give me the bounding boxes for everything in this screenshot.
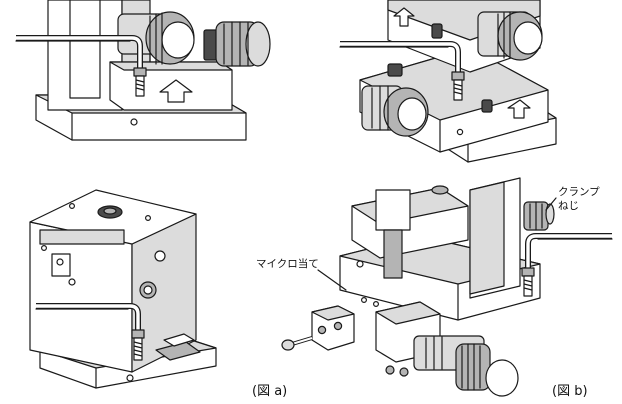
- knurled-knob-icon: [477, 11, 543, 61]
- hex-key-wrench-icon: [15, 35, 143, 70]
- knurled-knob-icon: [413, 335, 519, 397]
- socket-screw-icon: [131, 329, 145, 361]
- panel-top-right-xy-stage: [339, 0, 557, 163]
- panel-bottom-left-z-stage: [29, 189, 217, 389]
- hex-key-wrench-icon: [339, 41, 461, 74]
- knurled-knob-icon: [387, 63, 403, 77]
- knurled-knob-icon: [481, 99, 493, 113]
- socket-screw-icon: [451, 71, 465, 101]
- clamp-screw-label-line1: クランプ: [558, 186, 600, 198]
- knurled-knob-icon: [203, 21, 271, 67]
- caption-figure-a: (図 a): [252, 384, 288, 399]
- panel-top-left-stage-with-knob: [15, 0, 271, 141]
- hex-key-wrench-icon: [525, 233, 613, 270]
- clamp-screw-label-line2: ねじ: [558, 200, 579, 212]
- socket-screw-icon: [521, 267, 535, 297]
- knurled-knob-icon: [523, 201, 555, 231]
- leader-line-micro-stop: [317, 269, 347, 291]
- panel-bottom-right-stage-with-micrometer: [281, 177, 613, 397]
- knurled-knob-icon: [431, 23, 443, 39]
- hex-key-wrench-icon: [35, 303, 141, 330]
- caption-figure-b: (図 b): [552, 384, 588, 399]
- knurled-knob-icon: [117, 11, 195, 65]
- micro-stop-label: マイクロ当て: [256, 258, 319, 270]
- knurled-knob-icon: [361, 85, 429, 137]
- leader-line-clamp-screw: [545, 197, 557, 211]
- socket-screw-icon: [281, 336, 313, 351]
- socket-screw-icon: [133, 67, 147, 97]
